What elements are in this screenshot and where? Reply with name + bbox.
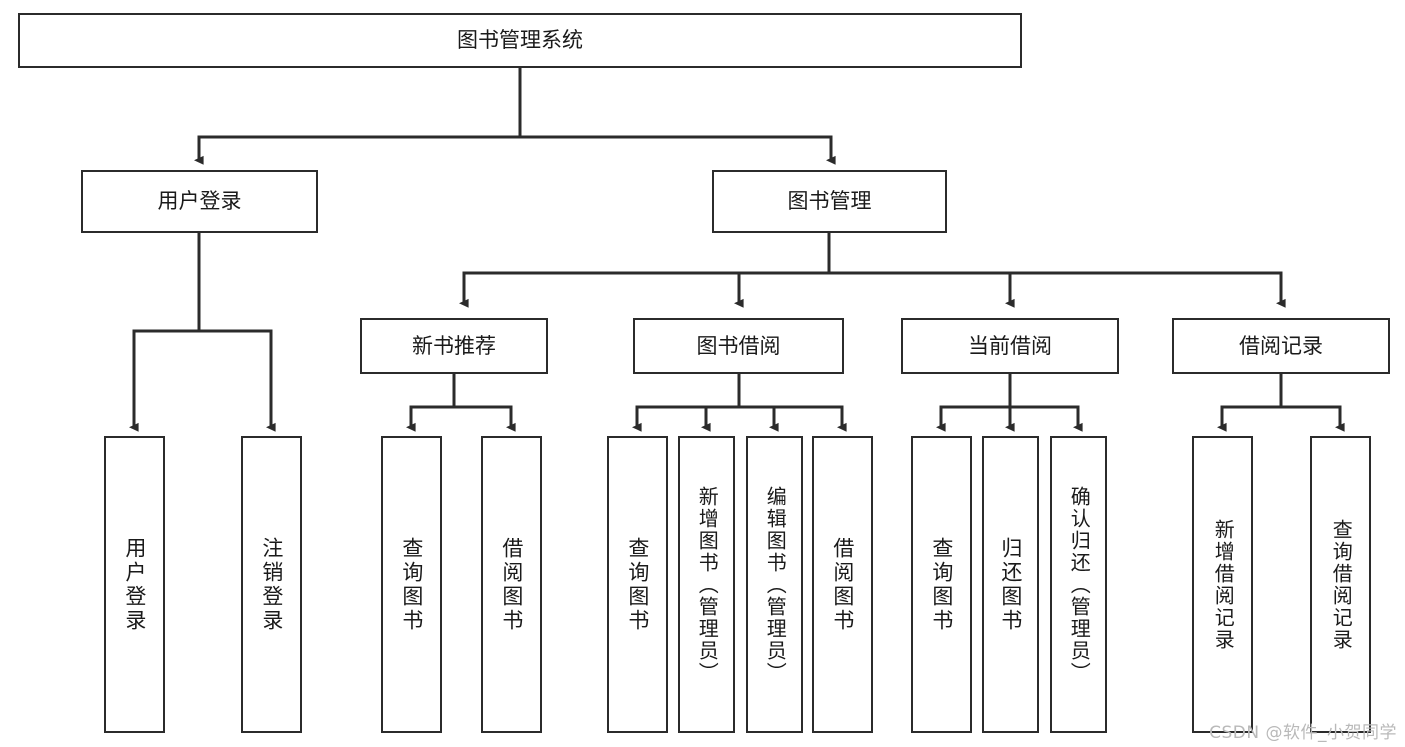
- edge-group-book-borrow: [631, 372, 847, 432]
- node-label: 用户登录: [122, 536, 147, 633]
- node-leaf-add-book-admin[interactable]: 新增图书（管理员）: [678, 436, 735, 733]
- node-label: 注销登录: [259, 536, 284, 633]
- node-label: 新书推荐: [412, 333, 496, 358]
- node-label: 查询借阅记录: [1329, 518, 1354, 651]
- node-current-borrow[interactable]: 当前借阅: [901, 318, 1119, 374]
- node-leaf-query-book-borrow[interactable]: 查询图书: [607, 436, 668, 733]
- node-label: 借阅记录: [1239, 333, 1323, 358]
- node-leaf-user-login[interactable]: 用户登录: [104, 436, 165, 733]
- node-label: 当前借阅: [968, 333, 1052, 358]
- node-leaf-borrow-book-recommend[interactable]: 借阅图书: [481, 436, 542, 733]
- node-leaf-logout-login[interactable]: 注销登录: [241, 436, 302, 733]
- node-label: 归还图书: [998, 536, 1023, 633]
- node-new-book-recommend[interactable]: 新书推荐: [360, 318, 548, 374]
- edge-group-user-login: [128, 231, 276, 432]
- node-leaf-query-borrow-record[interactable]: 查询借阅记录: [1310, 436, 1371, 733]
- node-leaf-query-book-current[interactable]: 查询图书: [911, 436, 972, 733]
- watermark-text: CSDN @软件_小贺同学: [1209, 723, 1397, 743]
- edge-group-current-borrow: [935, 372, 1083, 432]
- node-label: 新增图书（管理员）: [695, 485, 720, 684]
- node-borrow-record[interactable]: 借阅记录: [1172, 318, 1390, 374]
- node-label: 用户登录: [157, 189, 242, 214]
- node-user-login[interactable]: 用户登录: [81, 170, 318, 233]
- edge-group-new-book-recommend: [405, 372, 516, 432]
- node-label: 查询图书: [399, 536, 424, 633]
- node-label: 编辑图书（管理员）: [763, 485, 788, 684]
- node-leaf-edit-book-admin[interactable]: 编辑图书（管理员）: [746, 436, 803, 733]
- edge-group-borrow-record: [1216, 372, 1345, 432]
- node-book-management[interactable]: 图书管理: [712, 170, 947, 233]
- node-leaf-query-book-recommend[interactable]: 查询图书: [381, 436, 442, 733]
- node-leaf-add-borrow-record[interactable]: 新增借阅记录: [1192, 436, 1253, 733]
- node-label: 确认归还（管理员）: [1067, 485, 1092, 684]
- edge-group-root: [193, 66, 836, 165]
- node-leaf-confirm-return-admin[interactable]: 确认归还（管理员）: [1050, 436, 1107, 733]
- node-label: 查询图书: [929, 536, 954, 633]
- node-label: 查询图书: [625, 536, 650, 633]
- node-label: 图书管理系统: [457, 28, 583, 53]
- edge-group-book-manage: [458, 231, 1286, 308]
- node-book-borrow[interactable]: 图书借阅: [633, 318, 844, 374]
- node-root-book-management-system[interactable]: 图书管理系统: [18, 13, 1022, 68]
- node-label: 图书借阅: [696, 333, 781, 358]
- node-label: 借阅图书: [830, 536, 855, 633]
- node-label: 借阅图书: [499, 536, 524, 633]
- node-leaf-borrow-book[interactable]: 借阅图书: [812, 436, 873, 733]
- node-label: 图书管理: [787, 189, 872, 214]
- node-leaf-return-book[interactable]: 归还图书: [982, 436, 1039, 733]
- node-label: 新增借阅记录: [1211, 518, 1236, 651]
